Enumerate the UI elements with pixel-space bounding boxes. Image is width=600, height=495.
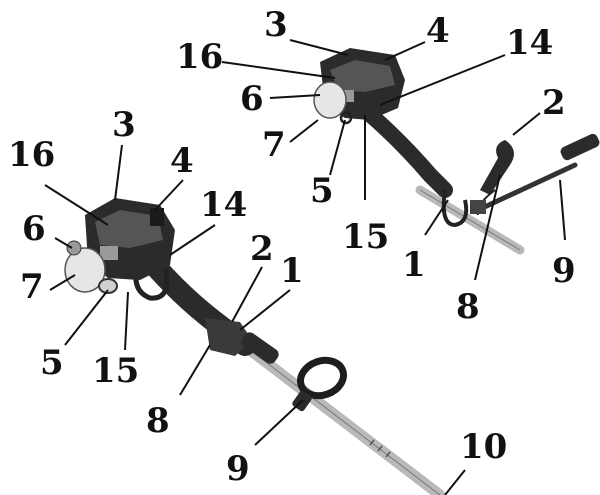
upper-callout-15: 15 — [342, 220, 389, 254]
upper-callout-9: 9 — [552, 254, 576, 288]
upper-callout-3: 3 — [264, 8, 288, 42]
lower-callout-7: 7 — [20, 270, 44, 304]
lower-callout-10: 10 — [460, 430, 507, 464]
lower-callout-1: 1 — [280, 254, 304, 288]
lower-callout-16: 16 — [8, 138, 55, 172]
upper-callout-14: 14 — [506, 26, 553, 60]
lower-callout-4: 4 — [170, 144, 194, 178]
lower-callout-15: 15 — [92, 354, 139, 388]
upper-callout-6: 6 — [240, 82, 264, 116]
lower-callout-8: 8 — [146, 404, 170, 438]
lower-callout-9: 9 — [226, 452, 250, 486]
lower-callout-3: 3 — [112, 108, 136, 142]
lower-callout-14: 14 — [200, 188, 247, 222]
upper-callout-4: 4 — [426, 14, 450, 48]
upper-callout-16: 16 — [176, 40, 223, 74]
upper-callout-2: 2 — [542, 86, 566, 120]
lower-callout-6: 6 — [22, 212, 46, 246]
upper-callout-1: 1 — [402, 248, 426, 282]
lower-callout-5: 5 — [40, 346, 64, 380]
lower-callout-2: 2 — [250, 232, 274, 266]
upper-callout-5: 5 — [310, 174, 334, 208]
upper-callout-7: 7 — [262, 128, 286, 162]
upper-callout-8: 8 — [456, 290, 480, 324]
